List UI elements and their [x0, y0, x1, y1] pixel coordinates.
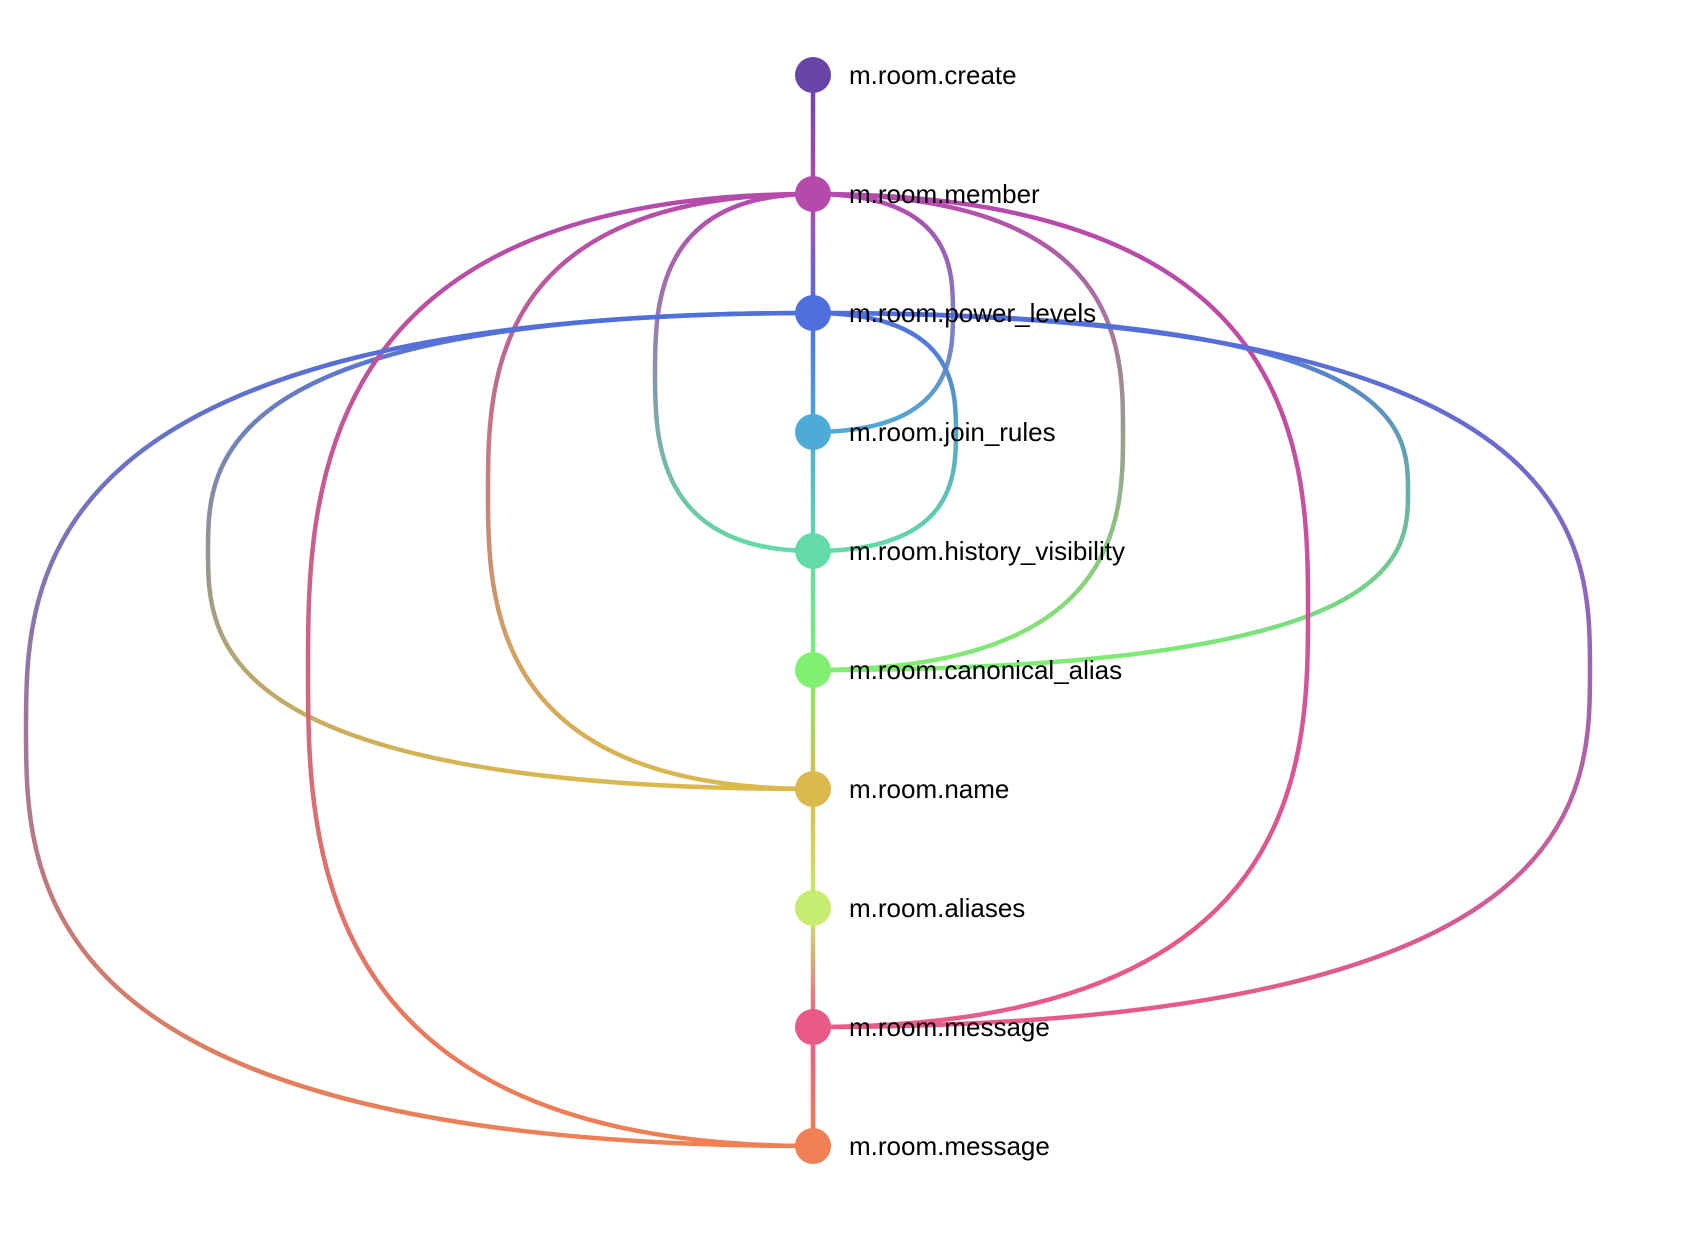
node-join-rules[interactable]: m.room.join_rules — [795, 414, 1056, 450]
node-marker[interactable] — [795, 533, 831, 569]
node-label: m.room.history_visibility — [849, 536, 1125, 566]
node-message-1[interactable]: m.room.message — [795, 1009, 1050, 1045]
edge-member-to-canonical_alias — [810, 191, 1126, 673]
node-label: m.room.name — [849, 774, 1009, 804]
node-label: m.room.join_rules — [849, 417, 1056, 447]
node-aliases[interactable]: m.room.aliases — [795, 890, 1025, 926]
node-member[interactable]: m.room.member — [795, 176, 1040, 212]
node-create[interactable]: m.room.create — [795, 57, 1017, 93]
node-history-visibility[interactable]: m.room.history_visibility — [795, 533, 1125, 569]
edge-power_levels-to-message_2 — [23, 310, 816, 1149]
node-marker[interactable] — [795, 176, 831, 212]
node-label: m.room.create — [849, 60, 1017, 90]
node-marker[interactable] — [795, 652, 831, 688]
node-label: m.room.message — [849, 1131, 1050, 1161]
edge-member-to-join_rules — [810, 191, 956, 435]
node-name[interactable]: m.room.name — [795, 771, 1009, 807]
node-label: m.room.power_levels — [849, 298, 1096, 328]
node-marker[interactable] — [795, 295, 831, 331]
node-marker[interactable] — [795, 890, 831, 926]
node-label: m.room.message — [849, 1012, 1050, 1042]
node-label: m.room.aliases — [849, 893, 1025, 923]
node-marker[interactable] — [795, 57, 831, 93]
node-marker[interactable] — [795, 1009, 831, 1045]
edge-power_levels-to-message_1 — [810, 310, 1593, 1030]
nodes-layer: m.room.create m.room.member m.room.power_l… — [795, 57, 1125, 1164]
edge-member-to-name — [485, 191, 816, 792]
edge-member-to-history_visibility — [652, 191, 816, 554]
edge-member-to-message_2 — [305, 191, 816, 1149]
node-power-levels[interactable]: m.room.power_levels — [795, 295, 1096, 331]
node-label: m.room.member — [849, 179, 1040, 209]
edge-member-to-message_1 — [810, 191, 1311, 1030]
node-marker[interactable] — [795, 771, 831, 807]
node-message-2[interactable]: m.room.message — [795, 1128, 1050, 1164]
edge-power_levels-to-name — [205, 310, 816, 792]
node-marker[interactable] — [795, 414, 831, 450]
node-canonical-alias[interactable]: m.room.canonical_alias — [795, 652, 1122, 688]
node-marker[interactable] — [795, 1128, 831, 1164]
edges-layer — [23, 72, 1593, 1149]
edge-power_levels-to-history_visibility — [810, 310, 959, 554]
node-label: m.room.canonical_alias — [849, 655, 1122, 685]
